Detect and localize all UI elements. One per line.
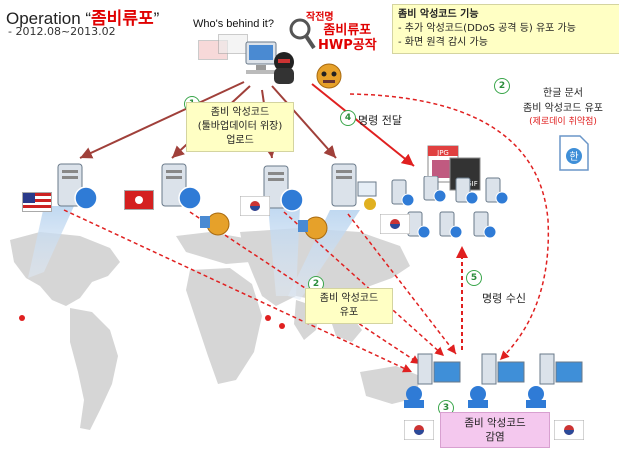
world-map (10, 228, 420, 430)
step-5-badge: 5 (466, 270, 482, 286)
who-label: Who's behind it? (193, 18, 274, 30)
server-usa (57, 163, 98, 210)
server-korea-2 (331, 163, 377, 210)
beam-usa (28, 206, 74, 278)
flag-korea-cluster (380, 214, 410, 234)
svg-text:GIF: GIF (466, 180, 478, 188)
victim-pcs (404, 353, 583, 408)
flag-korea-victim-1 (404, 420, 434, 440)
globe-icon (74, 186, 98, 210)
hwp-document-icon: 한 (559, 135, 589, 171)
flag-korea-victim-2 (554, 420, 584, 440)
flag-korea (240, 196, 270, 216)
operation-label: 좀비류포 HWP공작 (318, 23, 377, 53)
page-title: Operation “좀비류포” (6, 9, 160, 28)
server-hongkong (161, 163, 202, 210)
step-3-note: 좀비 악성코드 감염 (440, 412, 550, 448)
zombie-icon-kr (298, 216, 328, 240)
malware-function-note: 좀비 악성코드 기능 - 추가 악성코드(DDoS 공격 등) 유포 가능 - … (392, 4, 619, 54)
step-4-label: 명령 전달 (358, 114, 402, 127)
step-2-map-note: 좀비 악성코드 유포 (305, 288, 393, 324)
step-1-note: 좀비 악성코드 (툴바업데이터 위장) 업로드 (186, 102, 294, 152)
attacker-pc-icon (245, 41, 294, 84)
step-2-doc-text: 한글 문서 좀비 악성코드 유포 (제로데이 취약점) (523, 88, 603, 127)
operation-label-small: 작전명 (306, 12, 334, 23)
svg-text:한: 한 (569, 151, 578, 163)
flag-usa (22, 192, 52, 212)
step-5-label: 명령 수신 (482, 292, 526, 305)
beam-korea-2 (288, 210, 360, 300)
zombie-icon-hk (200, 212, 230, 236)
magnifier-icon (289, 18, 316, 50)
step-2-doc-badge: 2 (494, 78, 510, 94)
step-4-badge: 4 (340, 110, 356, 126)
flag-hongkong (124, 190, 154, 210)
date-range: - 2012.08~2013.02 (8, 25, 116, 38)
beam-korea-1 (268, 206, 300, 296)
zombie-icon (316, 63, 342, 89)
svg-text:JPG: JPG (436, 149, 449, 157)
victim-pc-icon (404, 353, 461, 408)
server-korea-1 (263, 165, 304, 212)
